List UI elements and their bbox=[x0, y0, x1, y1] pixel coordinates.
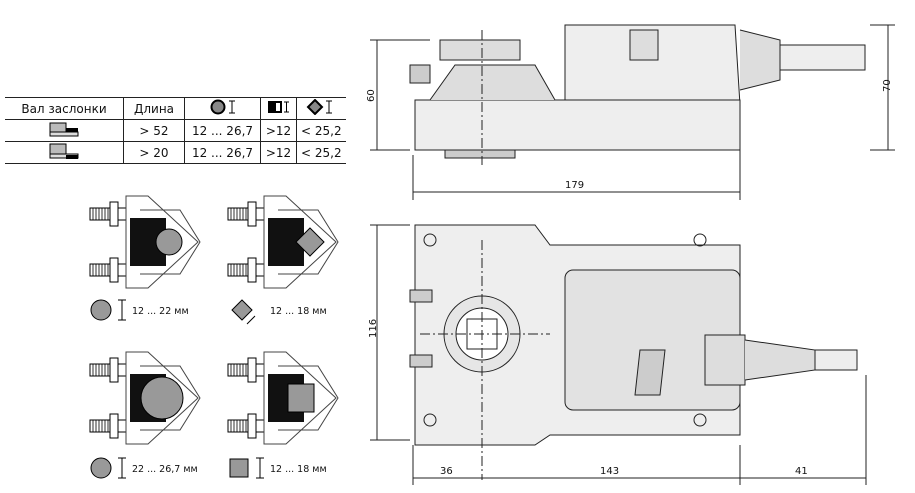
long-shaft-icon bbox=[5, 119, 124, 142]
side-view bbox=[370, 24, 895, 200]
clamp-round-large: 22 ... 26,7 мм bbox=[89, 351, 201, 479]
diamond-shaft-icon bbox=[231, 299, 253, 321]
square-value: >12 bbox=[260, 119, 297, 142]
round-shaft-icon bbox=[90, 457, 112, 479]
plan-view bbox=[370, 224, 867, 485]
table-header-row: Вал заслонки Длина bbox=[5, 97, 346, 120]
round-shaft-icon bbox=[90, 299, 112, 321]
square-shaft-icon bbox=[260, 97, 297, 120]
clamp-label: 22 ... 26,7 мм bbox=[132, 464, 198, 475]
clamp-label: 12 ... 18 мм bbox=[270, 306, 327, 317]
round-value: 12 ... 26,7 bbox=[184, 141, 261, 164]
dim-height-70: 70 bbox=[882, 79, 893, 92]
clamp-round-small: 12 ... 22 мм bbox=[89, 195, 201, 321]
round-shaft-icon bbox=[184, 97, 261, 120]
header-length: Длина bbox=[123, 97, 185, 120]
table-row: > 20 12 ... 26,7 >12 < 25,2 bbox=[5, 141, 346, 164]
clamp-label: 12 ... 18 мм bbox=[270, 464, 327, 475]
dim-36: 36 bbox=[440, 466, 453, 477]
dim-length-179: 179 bbox=[565, 180, 584, 191]
diamond-value: < 25,2 bbox=[295, 141, 346, 164]
diamond-shaft-icon bbox=[295, 97, 346, 120]
shaft-spec-table: Вал заслонки Длина > 52 12 ... 26,7 >12 … bbox=[5, 97, 346, 164]
square-value: >12 bbox=[260, 141, 297, 164]
clamp-label: 12 ... 22 мм bbox=[132, 306, 189, 317]
length-value: > 52 bbox=[123, 119, 185, 142]
length-value: > 20 bbox=[123, 141, 185, 164]
header-shaft: Вал заслонки bbox=[5, 97, 124, 120]
diamond-value: < 25,2 bbox=[295, 119, 346, 142]
short-shaft-icon bbox=[5, 141, 124, 164]
dim-41: 41 bbox=[795, 466, 808, 477]
round-value: 12 ... 26,7 bbox=[184, 119, 261, 142]
clamp-diamond: 12 ... 18 мм bbox=[227, 195, 339, 325]
dim-height-60: 60 bbox=[366, 89, 377, 102]
square-shaft-icon bbox=[229, 458, 249, 478]
dim-143: 143 bbox=[600, 466, 619, 477]
dim-width-116: 116 bbox=[368, 319, 379, 338]
clamp-square: 12 ... 18 мм bbox=[227, 351, 339, 479]
table-row: > 52 12 ... 26,7 >12 < 25,2 bbox=[5, 119, 346, 142]
